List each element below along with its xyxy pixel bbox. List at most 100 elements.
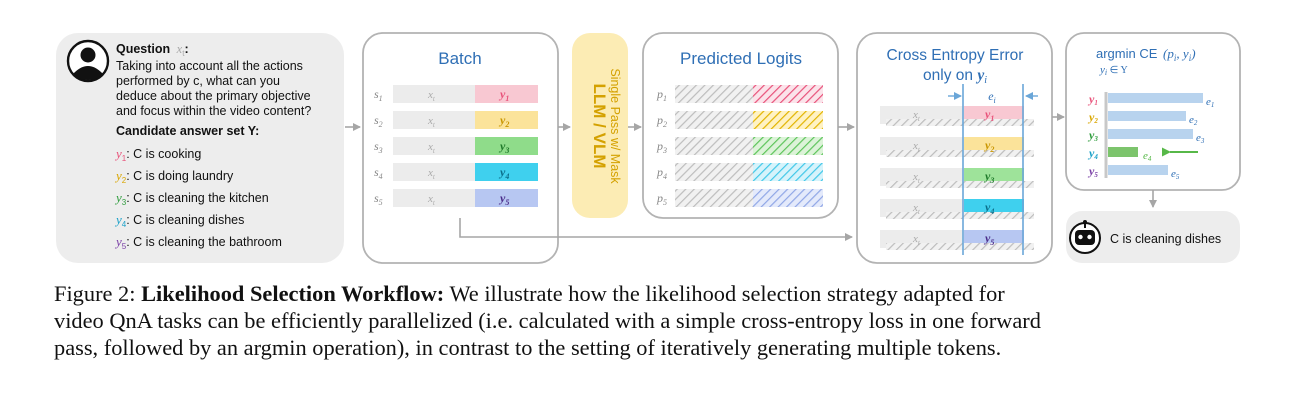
svg-text:only on yi: only on yi (923, 67, 987, 86)
question-line: Taking into account all the actions (116, 59, 303, 73)
logit-context-cell (675, 137, 753, 155)
question-line: and focus within the video content? (116, 104, 311, 118)
argmin-error-label: e2 (1189, 114, 1198, 127)
batch-y-cell (475, 137, 538, 155)
logit-answer-cell (753, 137, 823, 155)
batch-y-label: y4 (498, 165, 509, 181)
figure-caption: Figure 2: Likelihood Selection Workflow:… (54, 280, 1254, 361)
ce-y-label: y3 (983, 169, 994, 185)
argmin-error-label: e1 (1206, 96, 1214, 109)
logit-label: p1 (656, 87, 667, 103)
argmin-error-label: e5 (1171, 168, 1180, 181)
batch-sample-label: s5 (374, 191, 383, 207)
ce-row: xt y1 (880, 106, 1034, 126)
argmin-args-close: ) (1190, 46, 1195, 61)
argmin-error-bar (1108, 147, 1138, 157)
batch-sample-label: s2 (374, 113, 383, 129)
llm-subtitle: Single Pass w/ Mask (608, 68, 622, 184)
batch-y-label: y2 (498, 113, 509, 129)
argmin-args-sub2: i (1189, 53, 1192, 63)
ce-title-line2: only on (923, 67, 973, 84)
ce-y-hatch (964, 243, 1034, 250)
argmin-y-label: y2 (1087, 110, 1098, 125)
ce-error-sub: i (994, 96, 996, 105)
predicted-logits-panel: Predicted Logits p1 p2 p3 p4 p5 (642, 32, 839, 219)
batch-y-label: y3 (498, 139, 509, 155)
argmin-row: y4 e4 (1087, 146, 1198, 163)
ce-title-var: y (975, 67, 984, 84)
batch-sample-label: s4 (374, 165, 383, 181)
ce-y-label: y1 (983, 107, 994, 123)
ce-x-hatch (886, 119, 964, 126)
llm-vlm-block: LLM / VLM Single Pass w/ Mask (572, 33, 628, 218)
batch-y-cell (475, 163, 538, 181)
batch-x-label: xt (427, 115, 436, 129)
argmin-title: argmin CE (1096, 46, 1158, 61)
batch-y-cell (475, 189, 538, 207)
batch-y-label: y1 (498, 87, 509, 103)
batch-x-cell (393, 163, 475, 181)
question-panel: Question xt: Taking into account all the… (56, 33, 344, 263)
candidate-answer: y1: C is cooking (114, 146, 201, 163)
ce-x-label: xt (912, 233, 921, 247)
logit-label: p5 (656, 191, 667, 207)
llm-title: LLM / VLM (590, 84, 609, 169)
ce-x-hatch (886, 150, 964, 157)
question-var-sub: t (182, 49, 185, 58)
argmin-args-sub1: i (1174, 53, 1177, 63)
ce-title-line1: Cross Entropy Error (887, 47, 1024, 64)
candidate-answer: y5: C is cleaning the bathroom (114, 234, 282, 251)
ce-x-hatch (886, 181, 964, 188)
logits-title: Predicted Logits (680, 49, 802, 68)
result-text: C is cleaning dishes (1110, 232, 1221, 246)
ce-x-hatch (886, 243, 964, 250)
argmin-args-mid: , y (1176, 46, 1189, 61)
ce-y-label: y5 (983, 231, 994, 247)
logit-answer-cell (753, 189, 823, 207)
ce-row: xt y5 (880, 230, 1034, 250)
batch-x-cell (393, 137, 475, 155)
argmin-constraint-rest: ∈ Y (1107, 65, 1128, 76)
robot-icon (1069, 220, 1101, 254)
question-title: Question (116, 42, 170, 56)
argmin-y-label: y1 (1087, 92, 1098, 107)
logit-context-cell (675, 85, 753, 103)
ce-x-label: xt (912, 109, 921, 123)
ce-title-var-sub: i (984, 75, 987, 86)
question-var: x (176, 42, 183, 56)
argmin-constraint-sub: i (1105, 68, 1107, 77)
argmin-error-label: e4 (1143, 150, 1152, 163)
argmin-error-label: e3 (1196, 132, 1205, 145)
argmin-y-label: y4 (1087, 146, 1098, 161)
svg-text:argmin CE (pi, yi): argmin CE (pi, yi) (1096, 46, 1196, 63)
caption-text-line3: pass, followed by an argmin operation), … (54, 335, 1002, 360)
logit-label: p2 (656, 113, 667, 129)
argmin-row: y1 e1 (1087, 92, 1214, 109)
logit-label: p4 (656, 165, 667, 181)
ce-x-label: xt (912, 171, 921, 185)
workflow-figure: Question xt: Taking into account all the… (56, 32, 1241, 264)
ce-y-hatch (964, 212, 1034, 219)
logit-row: p4 (656, 163, 823, 181)
candidate-answer: y2: C is doing laundry (114, 168, 234, 185)
argmin-constraint: y (1099, 64, 1105, 76)
logit-label: p3 (656, 139, 667, 155)
argmin-error-bar (1108, 165, 1168, 175)
logit-row: p3 (656, 137, 823, 155)
user-avatar-icon (66, 39, 110, 83)
logit-context-cell (675, 189, 753, 207)
argmin-y-label: y3 (1087, 128, 1098, 143)
batch-x-label: xt (427, 141, 436, 155)
logit-context-cell (675, 111, 753, 129)
ce-y-hatch (964, 181, 1034, 188)
logit-row: p2 (656, 111, 823, 129)
ce-error-label: e (988, 89, 994, 103)
